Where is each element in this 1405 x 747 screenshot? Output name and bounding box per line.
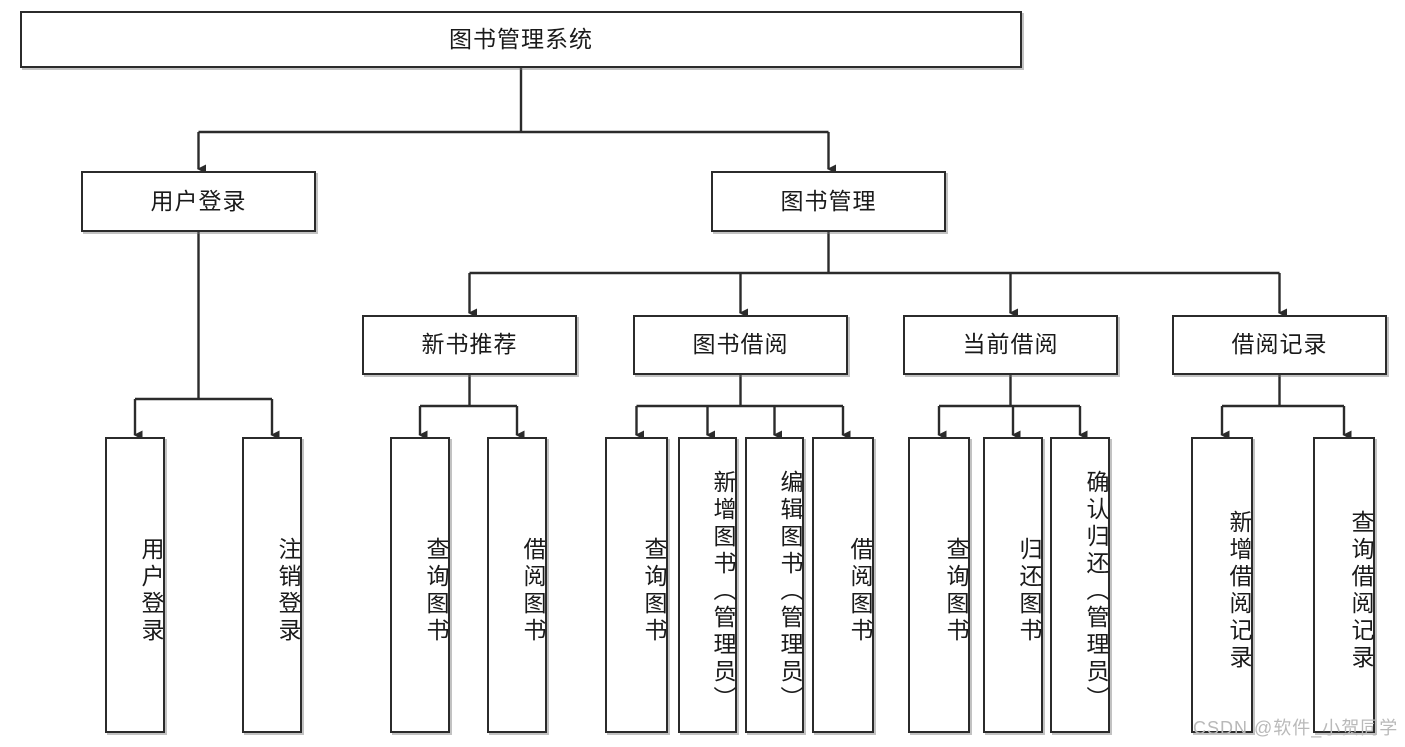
node-label: 新增借阅记录	[1226, 510, 1252, 672]
node-records[interactable]: 借阅记录	[1172, 315, 1387, 375]
node-newbook[interactable]: 新书推荐	[362, 315, 577, 375]
node-label: 当前借阅	[962, 331, 1059, 358]
node-leaf-cur-confirm[interactable]: 确认归还（管理员）	[1050, 437, 1110, 733]
node-label: 查询图书	[943, 537, 969, 645]
node-leaf-bw-edit[interactable]: 编辑图书（管理员）	[745, 437, 804, 733]
node-label: 图书管理系统	[449, 25, 593, 52]
node-label: 注销登录	[275, 537, 301, 645]
node-label: 借阅图书	[520, 537, 546, 645]
node-label: 用户登录	[150, 187, 247, 214]
node-leaf-nb-query[interactable]: 查询图书	[390, 437, 450, 733]
node-label: 图书借阅	[692, 331, 789, 358]
node-current[interactable]: 当前借阅	[903, 315, 1118, 375]
node-label: 新增图书（管理员）	[710, 469, 736, 713]
node-label: 新书推荐	[421, 331, 518, 358]
node-leaf-rec-add[interactable]: 新增借阅记录	[1191, 437, 1253, 733]
node-leaf-bw-borrow[interactable]: 借阅图书	[812, 437, 874, 733]
node-borrow[interactable]: 图书借阅	[633, 315, 848, 375]
node-label: 查询图书	[641, 537, 667, 645]
node-root[interactable]: 图书管理系统	[20, 11, 1022, 68]
node-label: 归还图书	[1016, 537, 1042, 645]
node-leaf-user-login[interactable]: 用户登录	[105, 437, 165, 733]
node-leaf-rec-query[interactable]: 查询借阅记录	[1313, 437, 1375, 733]
node-leaf-bw-query[interactable]: 查询图书	[605, 437, 668, 733]
node-label: 借阅图书	[847, 537, 873, 645]
node-label: 查询借阅记录	[1348, 510, 1374, 672]
node-label: 编辑图书（管理员）	[777, 469, 803, 713]
csdn-watermark: CSDN @软件_小贺同学	[1193, 718, 1399, 738]
node-label: 借阅记录	[1231, 331, 1328, 358]
node-leaf-bw-add[interactable]: 新增图书（管理员）	[678, 437, 737, 733]
node-label: 查询图书	[423, 537, 449, 645]
node-leaf-user-logout[interactable]: 注销登录	[242, 437, 302, 733]
node-leaf-cur-return[interactable]: 归还图书	[983, 437, 1043, 733]
node-bookmgmt[interactable]: 图书管理	[711, 171, 946, 232]
node-leaf-cur-query[interactable]: 查询图书	[908, 437, 970, 733]
node-label: 用户登录	[138, 537, 164, 645]
node-label: 图书管理	[780, 187, 877, 214]
node-login[interactable]: 用户登录	[81, 171, 316, 232]
node-leaf-nb-borrow[interactable]: 借阅图书	[487, 437, 547, 733]
node-label: 确认归还（管理员）	[1083, 469, 1109, 713]
